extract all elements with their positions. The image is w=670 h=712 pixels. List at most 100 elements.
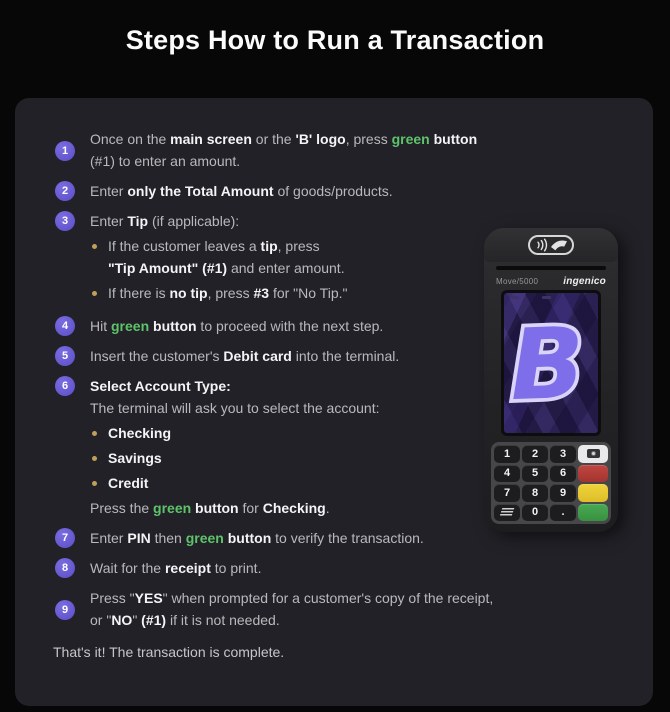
step-number-badge: 1 [55, 140, 75, 161]
text-segment: green [185, 530, 224, 546]
text-segment: Savings [108, 450, 162, 466]
text-segment: (#1) to enter an amount. [90, 153, 241, 169]
cancel-key-red [578, 464, 608, 482]
keypad-key-1: 1 [494, 445, 520, 463]
terminal-brand-label: ingenico [563, 276, 606, 287]
text-segment: 'B' logo [295, 131, 346, 147]
step-item-9: 9 Press "YES" when prompted for a custome… [55, 587, 590, 631]
step-text-line: or "NO" (#1) if it is not needed. [90, 609, 493, 631]
text-segment: or " [90, 612, 112, 628]
text-segment: no tip [169, 285, 208, 301]
text-segment: only the Total Amount [127, 183, 274, 199]
text-segment: #3 [253, 285, 270, 301]
text-segment: button [153, 318, 197, 334]
text-segment: Press " [90, 590, 135, 606]
steps-list: 1 Once on the main screen or the 'B' logo… [15, 98, 590, 639]
text-segment: button [195, 500, 239, 516]
step-number-badge: 7 [55, 528, 75, 548]
text-segment: Wait for the [90, 560, 165, 576]
brand-logo-b: B [504, 303, 590, 427]
step-text-line: The terminal will ask you to select the … [90, 397, 379, 419]
text-segment: Select Account Type: [90, 378, 231, 394]
keypad-key-3: 3 [550, 445, 576, 463]
bullet-item: If the customer leaves a tip, press"Tip … [90, 235, 347, 279]
step-text: Insert the customer's Debit card into th… [90, 345, 399, 367]
bullet-item: Savings [90, 447, 379, 469]
bullet-dot-icon [92, 481, 97, 486]
bullet-item: Credit [90, 472, 379, 494]
bullet-text: Savings [108, 447, 162, 469]
screen-status-icon [542, 296, 551, 299]
paper-feed-key [494, 503, 520, 521]
text-segment: " [132, 612, 142, 628]
bullet-text-line: If there is no tip, press #3 for "No Tip… [108, 282, 347, 304]
keypad-key-4: 4 [494, 464, 520, 482]
text-segment: for [238, 500, 263, 516]
printer-slot [496, 266, 606, 270]
keypad-key-6: 6 [550, 464, 576, 482]
text-segment: button [227, 530, 272, 546]
text-segment: (#1) [141, 612, 167, 628]
bullet-text: If there is no tip, press #3 for "No Tip… [108, 282, 347, 304]
text-segment: of goods/products. [273, 183, 393, 199]
text-segment: YES [134, 590, 163, 606]
terminal-top-cap [484, 228, 618, 262]
keypad-key-5: 5 [522, 464, 548, 482]
paper-feed-icon [499, 508, 515, 517]
step-text-line: (#1) to enter an amount. [90, 150, 477, 172]
text-segment: Credit [108, 475, 149, 491]
bullet-dot-icon [92, 244, 97, 249]
text-segment: to verify the transaction. [271, 530, 424, 546]
text-segment: green [153, 500, 192, 516]
contactless-icon [528, 235, 574, 255]
step-text: Once on the main screen or the 'B' logo,… [90, 128, 477, 172]
keypad-key-7: 7 [494, 484, 520, 502]
step-text-line: Press the green button for Checking. [90, 497, 379, 519]
text-segment: PIN [127, 530, 151, 546]
keypad-key-dot: . [550, 503, 576, 521]
step-text-line: Hit green button to proceed with the nex… [90, 315, 383, 337]
bullet-text-line: If the customer leaves a tip, press [108, 235, 345, 257]
step-text: Select Account Type: The terminal will as… [90, 375, 379, 519]
text-segment: " when prompted for a customer's copy of… [162, 590, 494, 606]
step-text-line: Select Account Type: [90, 375, 379, 397]
text-segment: receipt [164, 560, 211, 576]
text-segment: if it is not needed. [166, 612, 280, 628]
step-text-line: Press "YES" when prompted for a customer… [90, 587, 493, 609]
text-segment: then [150, 530, 186, 546]
bullet-dot-icon [92, 456, 97, 461]
infographic-title: Steps How to Run a Transaction [125, 25, 545, 55]
text-segment: Enter [90, 183, 128, 199]
text-segment: Checking [262, 500, 326, 516]
text-segment: tip [260, 238, 278, 254]
terminal-screen: B [501, 290, 601, 436]
bullet-text-line: Savings [108, 447, 162, 469]
step-text-line: Enter only the Total Amount of goods/pro… [90, 180, 393, 202]
text-segment: button [433, 131, 478, 147]
text-segment: green [391, 131, 430, 147]
step-item-1: 1 Once on the main screen or the 'B' logo… [55, 128, 590, 172]
step-number-badge: 3 [55, 211, 75, 231]
keypad-key-0: 0 [522, 503, 548, 521]
step-text: Enter only the Total Amount of goods/pro… [90, 180, 393, 202]
text-segment: Insert the customer's [90, 348, 224, 364]
step-number-badge: 9 [55, 599, 75, 620]
bullet-dot-icon [92, 291, 97, 296]
text-segment: If there is [108, 285, 170, 301]
text-segment: and enter amount. [227, 260, 345, 276]
terminal-label-row: Move/5000 ingenico [484, 270, 618, 287]
text-segment: NO [111, 612, 133, 628]
text-segment: , press [207, 285, 254, 301]
bullet-item: If there is no tip, press #3 for "No Tip… [90, 282, 347, 304]
bullet-text-line: Credit [108, 472, 148, 494]
text-segment: Enter [90, 213, 128, 229]
text-segment: to proceed with the next step. [196, 318, 384, 334]
step-text: Press "YES" when prompted for a customer… [90, 587, 493, 631]
keypad-key-8: 8 [522, 484, 548, 502]
